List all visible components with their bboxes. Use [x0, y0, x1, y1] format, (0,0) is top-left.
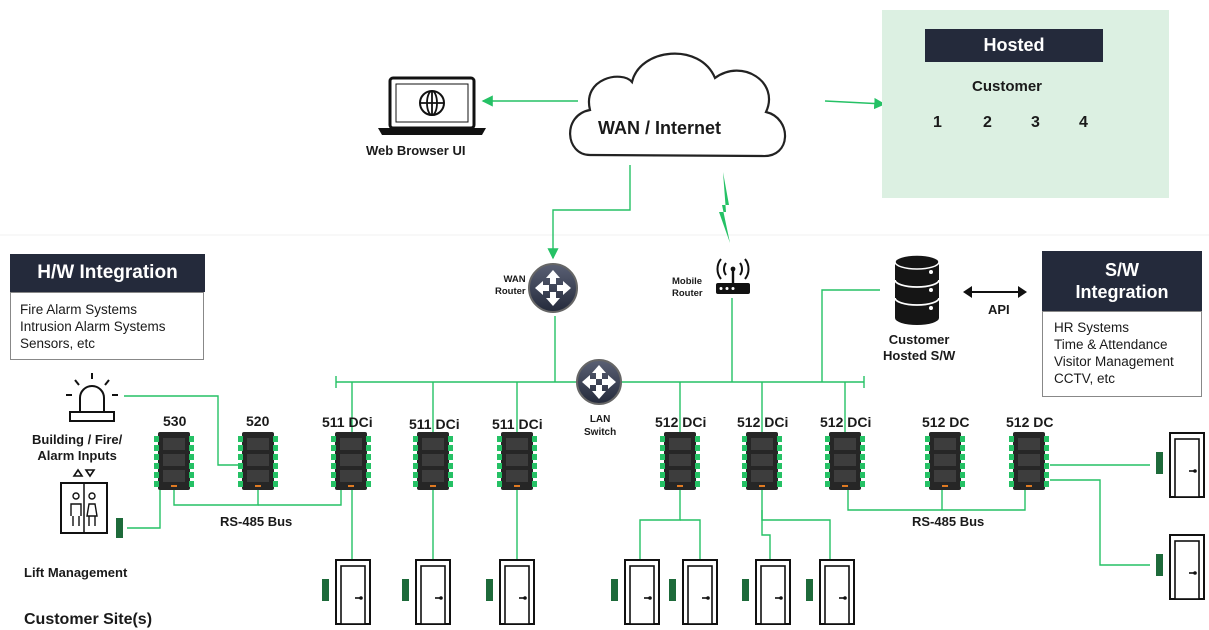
label-line: Switch [584, 427, 617, 438]
wan-router-icon [528, 263, 578, 313]
controller-label: 530 [163, 413, 187, 429]
sw-integration-title: S/W Integration [1042, 251, 1202, 311]
mobile-router-icon [716, 258, 750, 294]
sw-integration-list: HR Systems Time & Attendance Visitor Man… [1042, 311, 1202, 397]
cloud-to-hosted-link [824, 97, 886, 110]
controller-520 [238, 432, 278, 490]
wireless-signal-icon [719, 172, 730, 243]
database-number: 2 [983, 114, 992, 131]
door-icon [321, 559, 371, 625]
list-item: Intrusion Alarm Systems [20, 319, 166, 334]
controller-label: 511 DCi [492, 416, 543, 432]
alarm-inputs-label: Building / Fire/ Alarm Inputs [32, 432, 122, 464]
database-number: 1 [933, 114, 942, 131]
controller-511-dci [497, 432, 537, 490]
label-line: Alarm Inputs [37, 448, 117, 463]
hw-integration-list: Fire Alarm Systems Intrusion Alarm Syste… [10, 292, 204, 360]
controller-label: 512 DCi [655, 414, 707, 430]
rs485-bus-right [847, 490, 1026, 511]
hw-integration-title: H/W Integration [10, 254, 205, 292]
door-icon [1155, 534, 1205, 600]
database-number: 3 [1031, 114, 1040, 131]
cloud-to-wan-router-link [547, 165, 631, 260]
list-item: Sensors, etc [20, 336, 96, 351]
controller-label: 511 DCi [322, 414, 373, 430]
controller-512-dci [825, 432, 865, 490]
database-number: 4 [1079, 114, 1088, 131]
web-browser-label: Web Browser UI [366, 143, 466, 158]
customer-server-link [821, 289, 880, 382]
cloud-label: WAN / Internet [598, 118, 722, 138]
list-item: Fire Alarm Systems [20, 302, 138, 317]
hosted-title: Hosted [925, 29, 1103, 62]
mobile-router-label: Mobile Router [672, 276, 703, 300]
controller-label: 512 DC [1006, 414, 1054, 430]
controller-512-dc [925, 432, 965, 490]
rs485-bus-left [173, 490, 259, 506]
label-line: WAN [503, 274, 526, 285]
rs485-bus-label: RS-485 Bus [912, 514, 985, 529]
list-item: Visitor Management [1054, 354, 1174, 369]
cloud-icon [569, 52, 787, 158]
controller-label: 520 [246, 413, 270, 429]
controller-label: 511 DCi [409, 416, 460, 432]
door-icon [805, 559, 855, 625]
list-item: CCTV, etc [1054, 371, 1116, 386]
server-database-icon [894, 254, 940, 325]
laptop-icon [378, 76, 486, 135]
door-link [1050, 479, 1150, 566]
door-icon [610, 559, 660, 625]
api-label: API [988, 302, 1010, 317]
customer-hosted-label: Customer Hosted S/W [883, 332, 955, 364]
inputs-link [124, 395, 240, 466]
lan-switch-icon [576, 359, 622, 405]
lift-management-label: Lift Management [24, 565, 128, 580]
rs485-bus-label: RS-485 Bus [220, 514, 293, 529]
label-line: LAN [589, 414, 611, 425]
controller-label: 512 DC [922, 414, 970, 430]
controller-530 [154, 432, 194, 490]
alarm-beacon-icon [66, 373, 118, 422]
wan-router-label: WAN Router [495, 274, 526, 298]
label-line: Mobile [672, 276, 703, 287]
label-line: Router [495, 286, 526, 297]
controller-label: 512 DCi [737, 414, 789, 430]
controller-label: 512 DCi [820, 414, 872, 430]
label-line: Building / Fire/ [32, 432, 123, 447]
label-line: Customer [888, 332, 950, 347]
door-icon [1155, 432, 1205, 498]
controller-511-dci [413, 432, 453, 490]
controller-512-dci [660, 432, 700, 490]
lift-icon [60, 468, 123, 538]
controller-511-dci [331, 432, 371, 490]
label-line: Hosted S/W [883, 348, 956, 363]
door-icon [741, 559, 791, 625]
controller-512-dci [742, 432, 782, 490]
door-icon [401, 559, 451, 625]
controller-512-dc [1009, 432, 1049, 490]
list-item: Time & Attendance [1054, 337, 1168, 352]
sw-title-line: Integration [1075, 282, 1169, 302]
door-icon [485, 559, 535, 625]
lift-link [127, 490, 161, 529]
customer-site-label: Customer Site(s) [24, 611, 153, 628]
customer-label: Customer [972, 78, 1043, 95]
sw-title-line: S/W [1105, 260, 1139, 280]
list-item: HR Systems [1054, 320, 1130, 335]
lan-switch-label: LAN Switch [584, 413, 616, 439]
door-icon [668, 559, 718, 625]
label-line: Router [672, 288, 703, 299]
